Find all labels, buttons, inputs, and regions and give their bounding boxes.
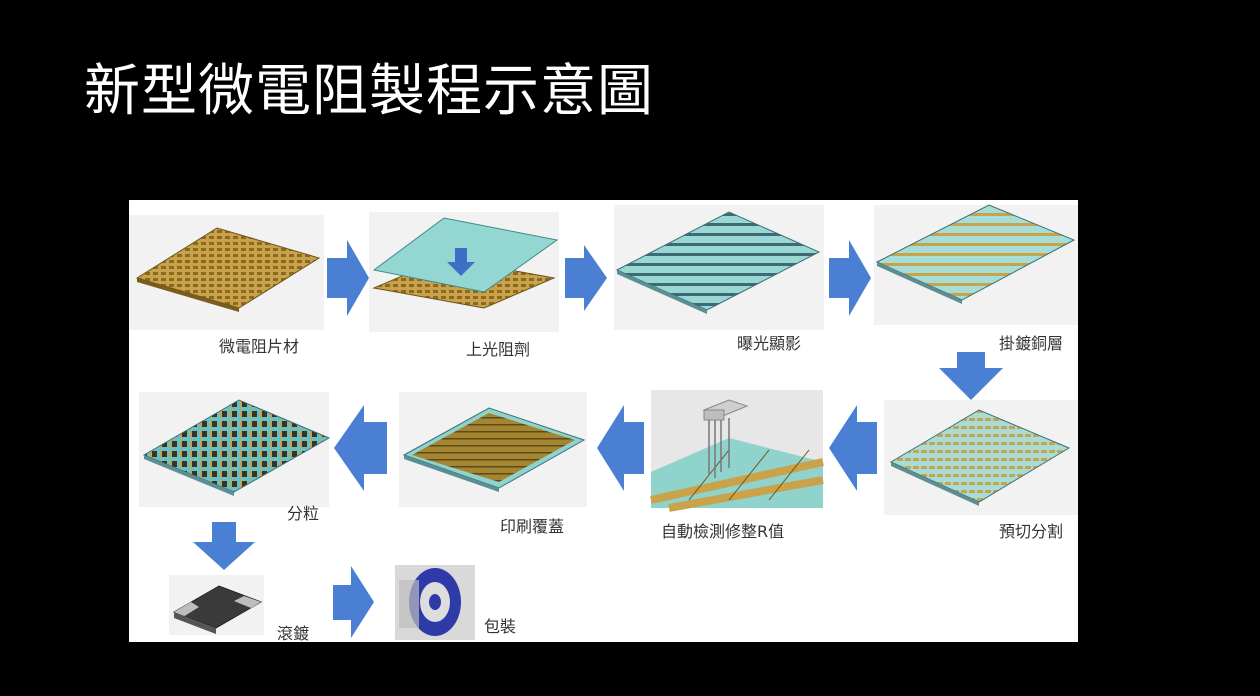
- step-label-7: 印刷覆蓋: [500, 517, 565, 536]
- step-3-image: [614, 205, 824, 330]
- step-label-9: 滾鍍: [277, 624, 310, 642]
- step-label-1: 微電阻片材: [219, 337, 300, 356]
- step-label-4: 掛鍍銅層: [999, 334, 1064, 353]
- arrow-4-down: [939, 352, 1003, 400]
- step-9-image: [169, 575, 264, 635]
- step-label-10: 包裝: [484, 617, 517, 636]
- step-1-image: [129, 215, 324, 330]
- arrow-2-right: [565, 245, 607, 311]
- process-diagram: 微電阻片材 上光阻劑 曝光顯影 掛鍍銅層 預切分割 自動檢測修整R值 印刷覆蓋 …: [129, 200, 1078, 642]
- step-10-image: [395, 565, 475, 640]
- flow-arrows: [193, 240, 1003, 638]
- arrow-7-left: [334, 405, 387, 491]
- step-5-image: [884, 400, 1078, 515]
- process-diagram-graphics: [129, 204, 1078, 640]
- arrow-3-right: [829, 240, 871, 316]
- page-title: 新型微電阻製程示意圖: [84, 59, 654, 124]
- step-label-3: 曝光顯影: [737, 334, 802, 353]
- step-label-2: 上光阻劑: [466, 340, 531, 359]
- arrow-6-left: [597, 405, 644, 491]
- step-label-8: 分粒: [287, 504, 320, 523]
- step-label-5: 預切分割: [999, 522, 1064, 541]
- step-6-image: [650, 390, 824, 512]
- arrow-1-right: [327, 240, 369, 316]
- arrow-8-down: [193, 522, 255, 570]
- step-8-image: [139, 392, 331, 507]
- arrow-5-left: [829, 405, 877, 491]
- step-4-image: [874, 204, 1078, 325]
- step-label-6: 自動檢測修整R值: [661, 522, 785, 541]
- arrow-9-right: [333, 566, 374, 638]
- step-7-image: [399, 392, 587, 507]
- step-2-image: [369, 212, 559, 332]
